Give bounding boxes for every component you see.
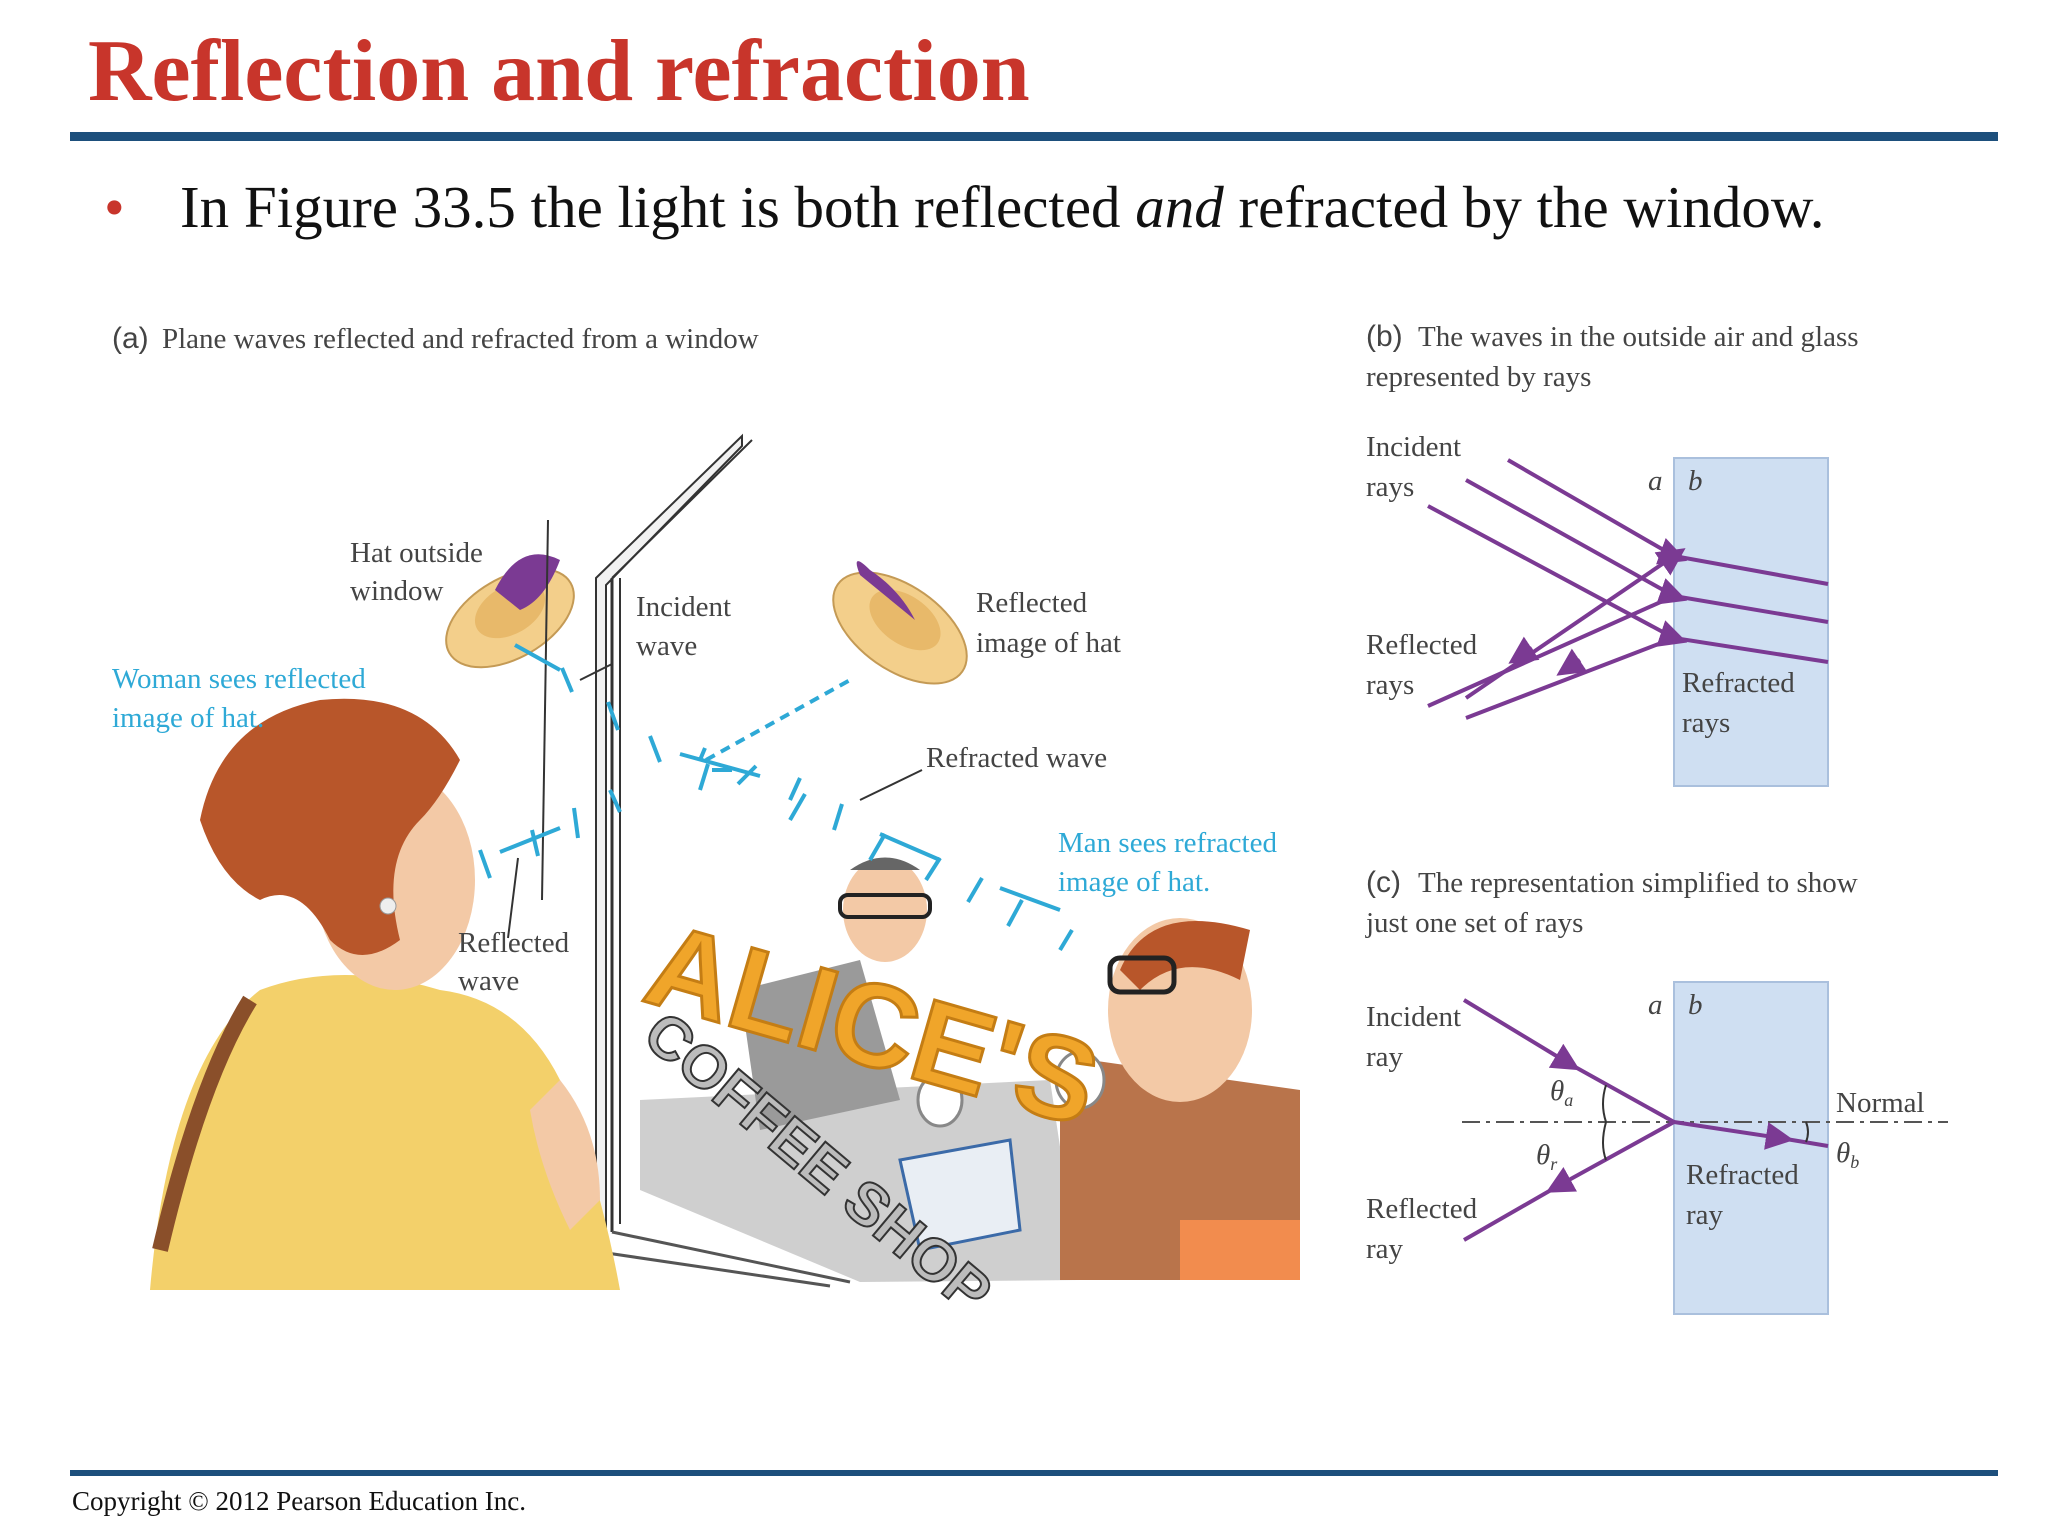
label-incident-wave-2: wave xyxy=(636,630,697,662)
panel-c-label-a: a xyxy=(1648,989,1663,1021)
cafe-interior xyxy=(640,857,1300,1282)
panel-c-incident-2: ray xyxy=(1366,1041,1404,1073)
bullet-text-after: refracted by the window. xyxy=(1223,174,1825,240)
label-incident-wave-1: Incident xyxy=(636,591,731,623)
glass-block-c xyxy=(1673,981,1829,1315)
panel-c-caption-1: The representation simplified to show xyxy=(1418,867,1858,899)
label-man-sees-1: Man sees refracted xyxy=(1058,827,1277,859)
panel-b-incident-1: Incident xyxy=(1366,431,1461,463)
panel-b: (b) The waves in the outside air and gla… xyxy=(1366,320,1859,787)
panel-b-reflected-1: Reflected xyxy=(1366,629,1478,661)
hat-outside xyxy=(445,554,575,669)
footer-divider xyxy=(70,1470,1998,1476)
panel-c-normal: Normal xyxy=(1836,1087,1925,1119)
panel-b-caption-2: represented by rays xyxy=(1366,361,1591,393)
woman-hand xyxy=(530,1080,600,1230)
theta-b-label: θb xyxy=(1836,1137,1859,1172)
panel-c-reflected-2: ray xyxy=(1366,1233,1404,1265)
panel-b-tag: (b) xyxy=(1366,320,1403,353)
panel-c-label-b: b xyxy=(1688,989,1703,1021)
woman-top xyxy=(150,975,620,1290)
angle-arcs xyxy=(1602,1084,1809,1161)
label-man-sees-2: image of hat. xyxy=(1058,866,1210,898)
title-divider xyxy=(70,132,1998,141)
bullet-item: • In Figure 33.5 the light is both reflec… xyxy=(104,168,1824,246)
rays-c xyxy=(1462,998,1829,1242)
bullet-text-emphasis: and xyxy=(1135,174,1224,240)
label-reflected-image-1: Reflected xyxy=(976,587,1088,619)
panel-a-tag: (a) xyxy=(112,322,149,355)
panel-c-reflected-1: Reflected xyxy=(1366,1193,1478,1225)
theta-a-label: θa xyxy=(1550,1075,1573,1110)
copyright-text: Copyright © 2012 Pearson Education Inc. xyxy=(72,1486,526,1516)
rays-b xyxy=(1427,458,1829,720)
woman-hair xyxy=(200,698,460,955)
label-woman-sees-1: Woman sees reflected xyxy=(112,663,366,695)
label-reflected-wave-1: Reflected xyxy=(458,927,570,959)
wavefronts xyxy=(478,643,1074,952)
label-reflected-image-2: image of hat xyxy=(976,627,1121,659)
label-refracted-wave: Refracted wave xyxy=(926,742,1107,774)
panel-c-refracted-2: ray xyxy=(1686,1199,1724,1231)
bullet-dot-icon: • xyxy=(104,174,125,240)
panel-b-caption-1: The waves in the outside air and glass xyxy=(1418,321,1859,353)
panel-b-label-b: b xyxy=(1688,465,1703,497)
open-book xyxy=(898,1138,1022,1252)
label-hat-outside-1: Hat outside xyxy=(350,537,483,569)
coffee-cup xyxy=(916,1072,964,1128)
panel-b-refracted-2: rays xyxy=(1682,707,1730,739)
panel-c-tag: (c) xyxy=(1366,866,1401,899)
bag-strap xyxy=(152,995,257,1252)
man-one-head xyxy=(843,858,927,962)
panel-a-caption: Plane waves reflected and refracted from… xyxy=(162,323,759,355)
panel-c-refracted-1: Refracted xyxy=(1686,1159,1799,1191)
woman-figure xyxy=(150,698,620,1290)
panel-c: (c) The representation simplified to sho… xyxy=(1365,866,1948,1315)
panel-a: (a) Plane waves reflected and refracted … xyxy=(112,322,1300,1327)
panel-b-reflected-2: rays xyxy=(1366,669,1414,701)
panel-c-incident-1: Incident xyxy=(1366,1001,1461,1033)
hat-reflected-image xyxy=(832,561,968,685)
panel-b-incident-2: rays xyxy=(1366,471,1414,503)
label-hat-outside-2: window xyxy=(350,575,444,607)
label-reflected-wave-2: wave xyxy=(458,965,519,997)
panel-b-refracted-1: Refracted xyxy=(1682,667,1795,699)
label-woman-sees-2: image of hat. xyxy=(112,702,264,734)
theta-r-label: θr xyxy=(1536,1139,1558,1174)
bullet-text: In Figure 33.5 the light is both reflect… xyxy=(180,168,1824,246)
panel-c-caption-2: just one set of rays xyxy=(1365,907,1583,939)
bullet-text-before: In Figure 33.5 the light is both reflect… xyxy=(180,174,1136,240)
slide-title: Reflection and refraction xyxy=(88,23,1030,120)
panel-b-label-a: a xyxy=(1648,465,1663,497)
